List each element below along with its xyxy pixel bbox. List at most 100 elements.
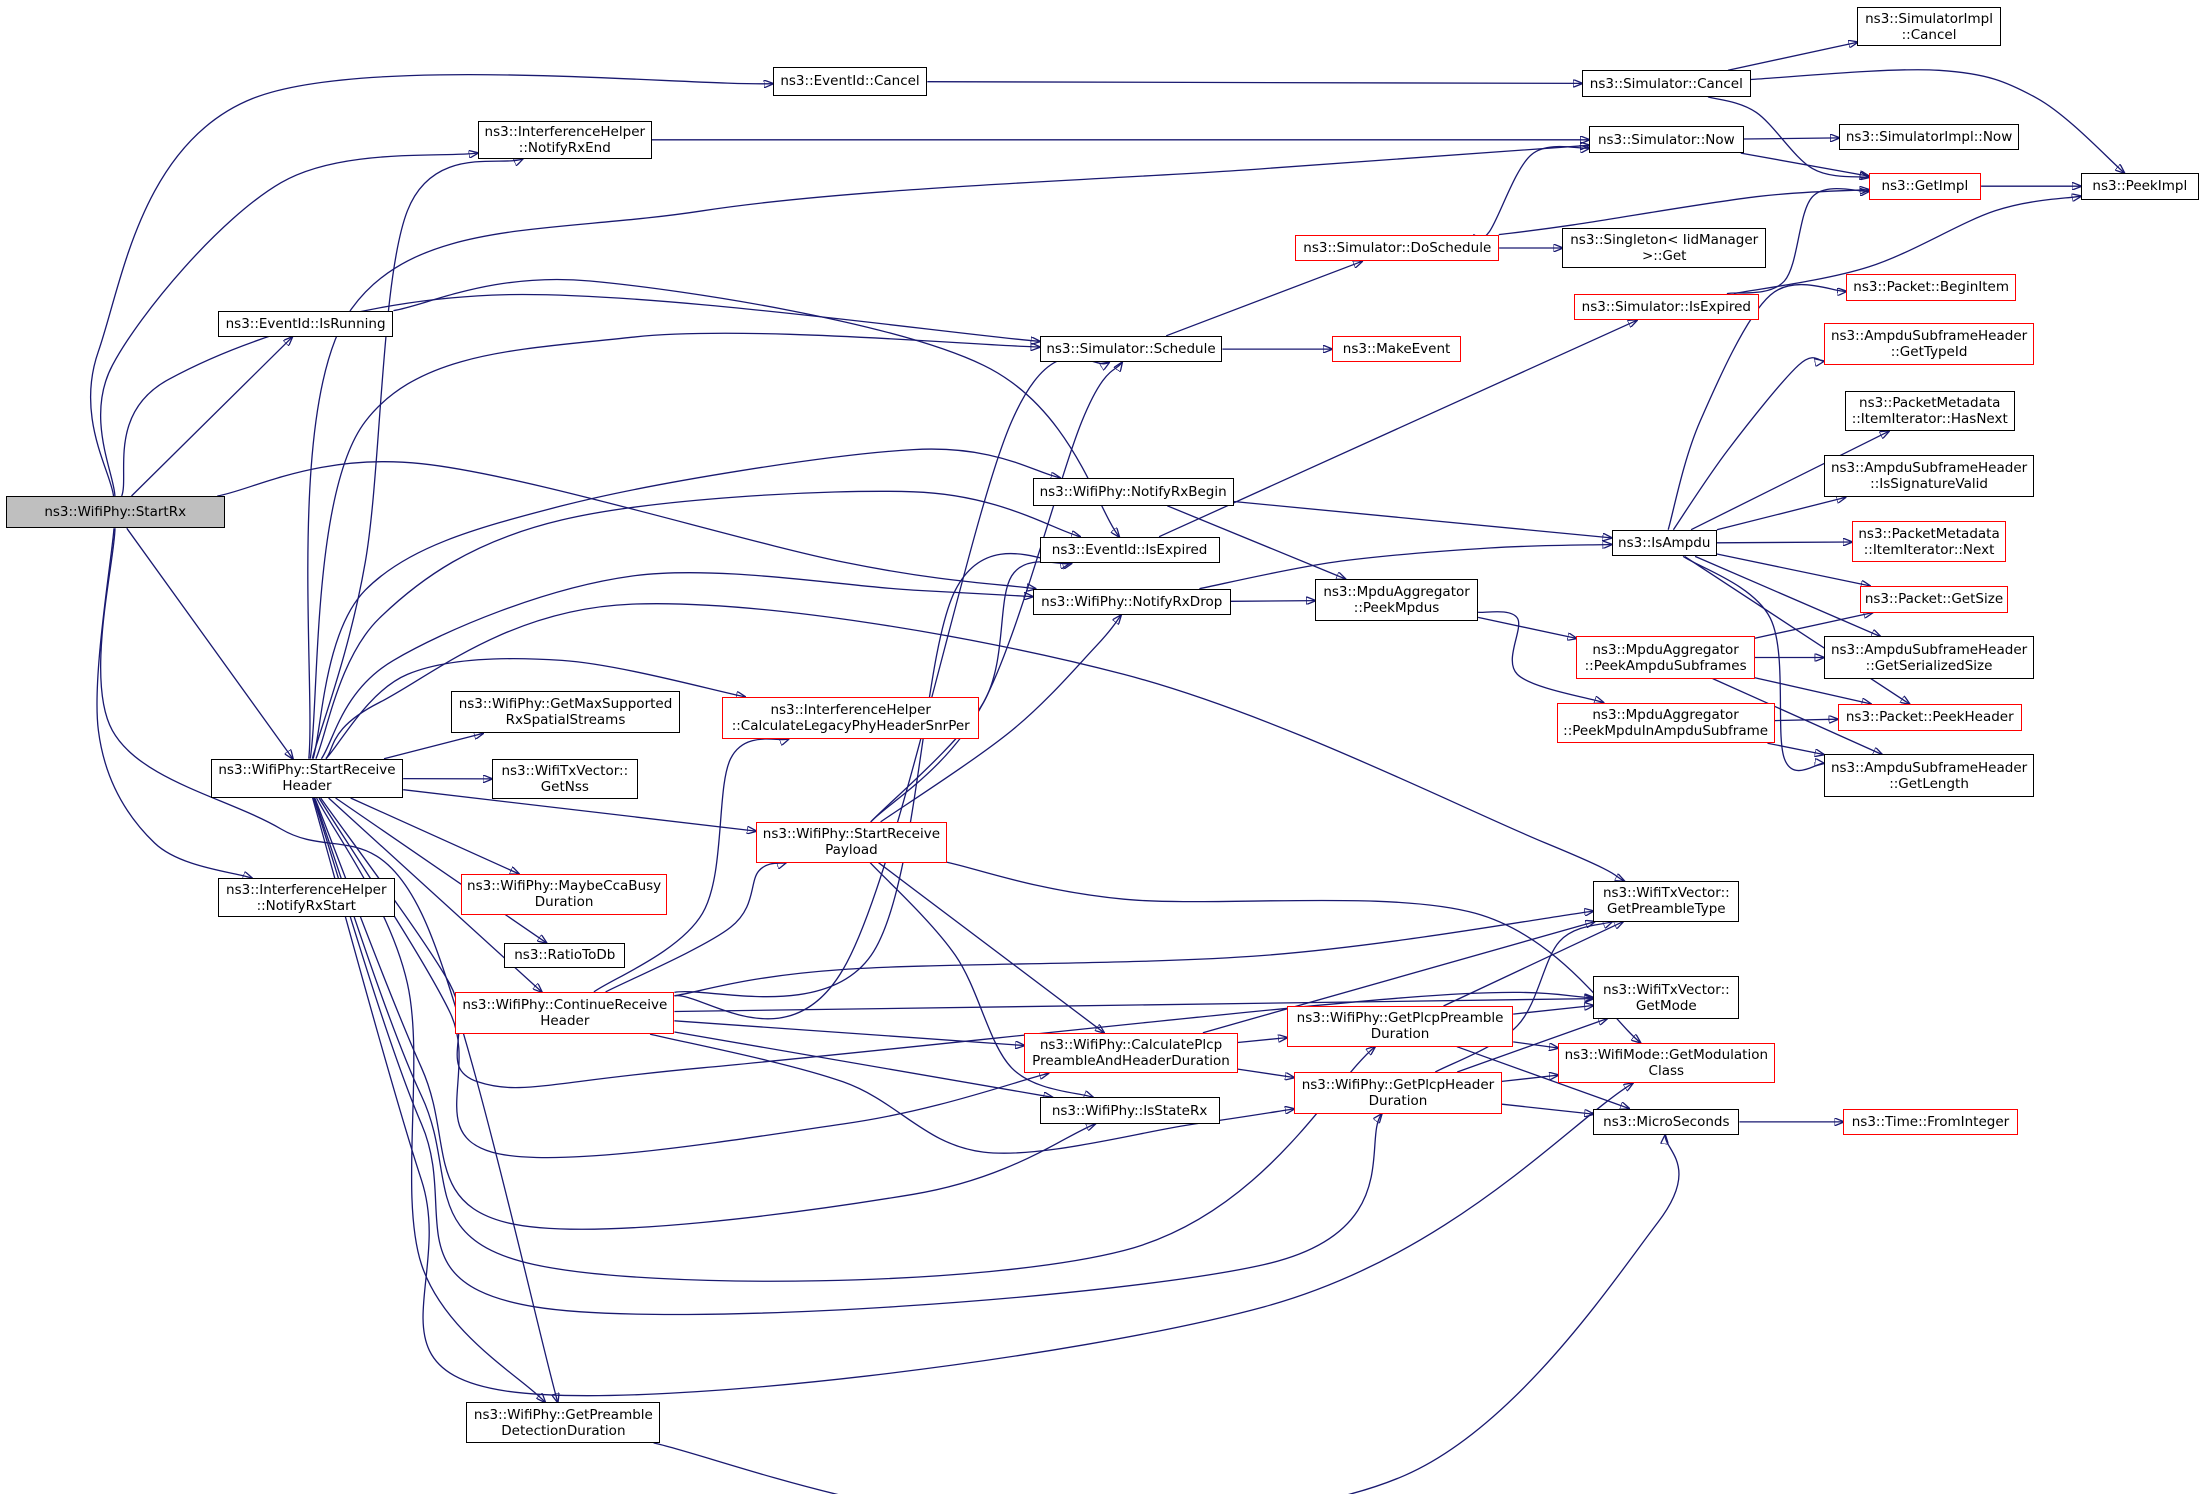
edge-isampdu-to-getlength [1682, 555, 1824, 772]
node-wifitxvector-getmode[interactable]: ns3::WifiTxVector:: GetMode [1593, 976, 1740, 1019]
edge-peekmpdus-to-peekmpduinampdu [1478, 611, 1603, 703]
edge-continuerh-to-startpayload [605, 863, 786, 993]
node-itemiterator-next[interactable]: ns3::PacketMetadata ::ItemIterator::Next [1851, 521, 2007, 562]
node-interferencehelper-notifyrxstart[interactable]: ns3::InterferenceHelper ::NotifyRxStart [217, 878, 395, 918]
node-peekimpl[interactable]: ns3::PeekImpl [2080, 172, 2199, 200]
edge-getpreambledetect-to-microseconds [653, 1135, 1680, 1494]
node-peekmpduinampdusubframe[interactable]: ns3::MpduAggregator ::PeekMpduInAmpduSub… [1556, 702, 1775, 744]
node-ampdusubframeheader-getlength[interactable]: ns3::AmpduSubframeHeader ::GetLength [1823, 754, 2035, 797]
edge-isampdu-to-hasnext [1690, 431, 1889, 531]
edge-isampdu-to-beginitem [1667, 283, 1846, 530]
edge-peekampdusubframes-to-getlength [1712, 678, 1882, 755]
edge-srh-to-isstaterx [314, 797, 1095, 1230]
node-packet-beginitem[interactable]: ns3::Packet::BeginItem [1846, 273, 2017, 301]
edge-srh-to-ev_isexpired [315, 490, 1080, 759]
edge-startrx-to-isrunning [131, 337, 293, 497]
node-interferencehelper-notifyrxend[interactable]: ns3::InterferenceHelper ::NotifyRxEnd [477, 120, 652, 159]
node-simulatorimpl-cancel[interactable]: ns3::SimulatorImpl ::Cancel [1857, 7, 2001, 47]
node-continuereceiveheader[interactable]: ns3::WifiPhy::ContinueReceive Header [455, 991, 675, 1035]
node-makeevent[interactable]: ns3::MakeEvent [1331, 335, 1462, 363]
edge-startpayload-to-schedule [870, 363, 1122, 823]
edge-isampdu-to-itemnext [1716, 542, 1852, 543]
node-ratiotodb[interactable]: ns3::RatioToDb [504, 942, 626, 969]
node-wifitxvector-getpreambletype[interactable]: ns3::WifiTxVector:: GetPreambleType [1593, 880, 1740, 922]
edge-isrunning-to-ev_isexpired [393, 278, 1119, 536]
edge-srh-to-maybecca [350, 797, 519, 874]
node-simulator-isexpired[interactable]: ns3::Simulator::IsExpired [1573, 293, 1760, 321]
edge-cancel_ev-to-sim_cancel [927, 82, 1582, 84]
node-ampdusubframeheader-gettypeid[interactable]: ns3::AmpduSubframeHeader ::GetTypeId [1823, 323, 2035, 366]
edge-srh-to-notifyrxbegin [312, 448, 1060, 759]
node-packet-getsize[interactable]: ns3::Packet::GetSize [1860, 585, 2008, 613]
node-time-frominteger[interactable]: ns3::Time::FromInteger [1843, 1108, 2018, 1136]
node-startreceivepayload[interactable]: ns3::WifiPhy::StartReceive Payload [755, 821, 947, 863]
node-ampdusubframeheader-issignaturevalid[interactable]: ns3::AmpduSubframeHeader ::IsSignatureVa… [1823, 455, 2035, 498]
node-getpreambledetectionduration[interactable]: ns3::WifiPhy::GetPreamble DetectionDurat… [466, 1402, 661, 1443]
node-microseconds[interactable]: ns3::MicroSeconds [1593, 1108, 1740, 1136]
edge-peekmpduinampdu-to-peekheader [1774, 719, 1838, 720]
edge-notifyrxdrop-to-isampdu [1199, 545, 1611, 590]
edge-peekmpduinampdu-to-getlength [1767, 742, 1824, 754]
edge-continuerh-to-isstaterx [674, 1031, 1052, 1097]
edge-notifyrxdrop-to-peekmpdus [1230, 601, 1315, 602]
edge-srh-to-ih_rxend [311, 159, 522, 759]
edge-notifyrxbegin-to-peekmpdus [1167, 505, 1345, 579]
node-getmaxsupportedrxspatialstreams[interactable]: ns3::WifiPhy::GetMaxSupported RxSpatialS… [451, 691, 680, 734]
node-eventid-isexpired[interactable]: ns3::EventId::IsExpired [1039, 536, 1220, 564]
node-eventid-isrunning[interactable]: ns3::EventId::IsRunning [217, 310, 394, 338]
node-ampdusubframeheader-getserializedsize[interactable]: ns3::AmpduSubframeHeader ::GetSerialized… [1823, 636, 2035, 679]
node-peekampdusubframes[interactable]: ns3::MpduAggregator ::PeekAmpduSubframes [1576, 636, 1755, 679]
node-notifyrxbegin[interactable]: ns3::WifiPhy::NotifyRxBegin [1032, 477, 1234, 506]
node-calculatelegacyphyheadersnrper[interactable]: ns3::InterferenceHelper ::CalculateLegac… [722, 696, 980, 740]
node-peekmpdus[interactable]: ns3::MpduAggregator ::PeekMpdus [1315, 578, 1479, 621]
edge-srh-to-getplcppreamble [313, 797, 1375, 1282]
node-eventid-cancel[interactable]: ns3::EventId::Cancel [772, 67, 928, 96]
node-singleton-get[interactable]: ns3::Singleton< IidManager >::Get [1562, 227, 1767, 269]
edge-continuerh-to-getpreambletype [674, 911, 1593, 997]
node-simulator-doschedule[interactable]: ns3::Simulator::DoSchedule [1295, 234, 1500, 262]
node-maybeccabusyduration[interactable]: ns3::WifiPhy::MaybeCcaBusy Duration [460, 873, 668, 915]
edge-startrx-to-notifyrxdrop [217, 461, 1035, 589]
edge-peekmpdus-to-peekampdusubframes [1477, 616, 1576, 638]
edge-srh-to-getmode [320, 797, 1594, 1089]
edge-startrx-to-ih_rxend [99, 153, 478, 497]
edge-getplcpheader-to-microseconds [1501, 1103, 1593, 1114]
edge-sim_isexpired-to-peekimpl [1733, 196, 2081, 295]
node-wifimode-getmodulationclass[interactable]: ns3::WifiMode::GetModulation Class [1558, 1042, 1775, 1084]
edge-srh-to-getpreambletype [325, 603, 1624, 881]
node-getplcpheaderduration[interactable]: ns3::WifiPhy::GetPlcpHeader Duration [1294, 1072, 1502, 1115]
node-itemiterator-hasnext[interactable]: ns3::PacketMetadata ::ItemIterator::HasN… [1844, 390, 2015, 432]
node-packet-peekheader[interactable]: ns3::Packet::PeekHeader [1837, 703, 2022, 731]
node-startreceiveheader[interactable]: ns3::WifiPhy::StartReceive Header [210, 758, 404, 799]
edge-continuerh-to-getmode [674, 999, 1593, 1013]
node-getplcppreambleduration[interactable]: ns3::WifiPhy::GetPlcpPreamble Duration [1286, 1005, 1514, 1047]
edge-getplcppreamble-to-getmodclass [1513, 1041, 1558, 1048]
node-simulatorimpl-now[interactable]: ns3::SimulatorImpl::Now [1839, 123, 2019, 151]
edge-notifyrxbegin-to-isampdu [1233, 500, 1612, 538]
node-isampdu[interactable]: ns3::IsAmpdu [1611, 529, 1717, 557]
edge-srh-to-ratiotodb [335, 797, 547, 943]
node-getimpl[interactable]: ns3::GetImpl [1868, 172, 1982, 200]
node-simulator-cancel[interactable]: ns3::Simulator::Cancel [1582, 70, 1751, 97]
edge-sim_now-to-getimpl [1740, 152, 1869, 176]
node-calculateplcppreambleandheaderduration[interactable]: ns3::WifiPhy::CalculatePlcp PreambleAndH… [1024, 1032, 1238, 1074]
node-wifitxvector-getnss[interactable]: ns3::WifiTxVector:: GetNss [491, 758, 638, 800]
edge-calcplcp-to-getpreambletype [1202, 922, 1595, 1034]
edge-startrx-to-cancel_ev [89, 73, 773, 497]
edge-peekampdusubframes-to-getsize [1754, 613, 1873, 639]
edge-startpayload-to-notifyrxdrop [880, 615, 1121, 823]
edge-continuerh-to-ev_isexpired [674, 552, 1071, 998]
node-simulator-now[interactable]: ns3::Simulator::Now [1589, 126, 1744, 154]
edge-startrx-to-ih_rxstart [96, 528, 252, 878]
node-notifyrxdrop[interactable]: ns3::WifiPhy::NotifyRxDrop [1032, 588, 1231, 616]
edge-startpayload-to-getmodclass [946, 861, 1640, 1042]
edge-schedule-to-doschedule [1165, 261, 1362, 337]
edge-srh-to-getmaxss [383, 733, 483, 760]
edge-sim_isexpired-to-getimpl [1726, 189, 1869, 295]
edge-isampdu-to-getsize [1716, 553, 1870, 586]
edge-continuerh-to-legacysnr [593, 739, 789, 993]
node-isstaterx[interactable]: ns3::WifiPhy::IsStateRx [1039, 1097, 1220, 1124]
node-startrx[interactable]: ns3::WifiPhy::StartRx [5, 495, 225, 529]
node-simulator-schedule[interactable]: ns3::Simulator::Schedule [1039, 335, 1223, 363]
